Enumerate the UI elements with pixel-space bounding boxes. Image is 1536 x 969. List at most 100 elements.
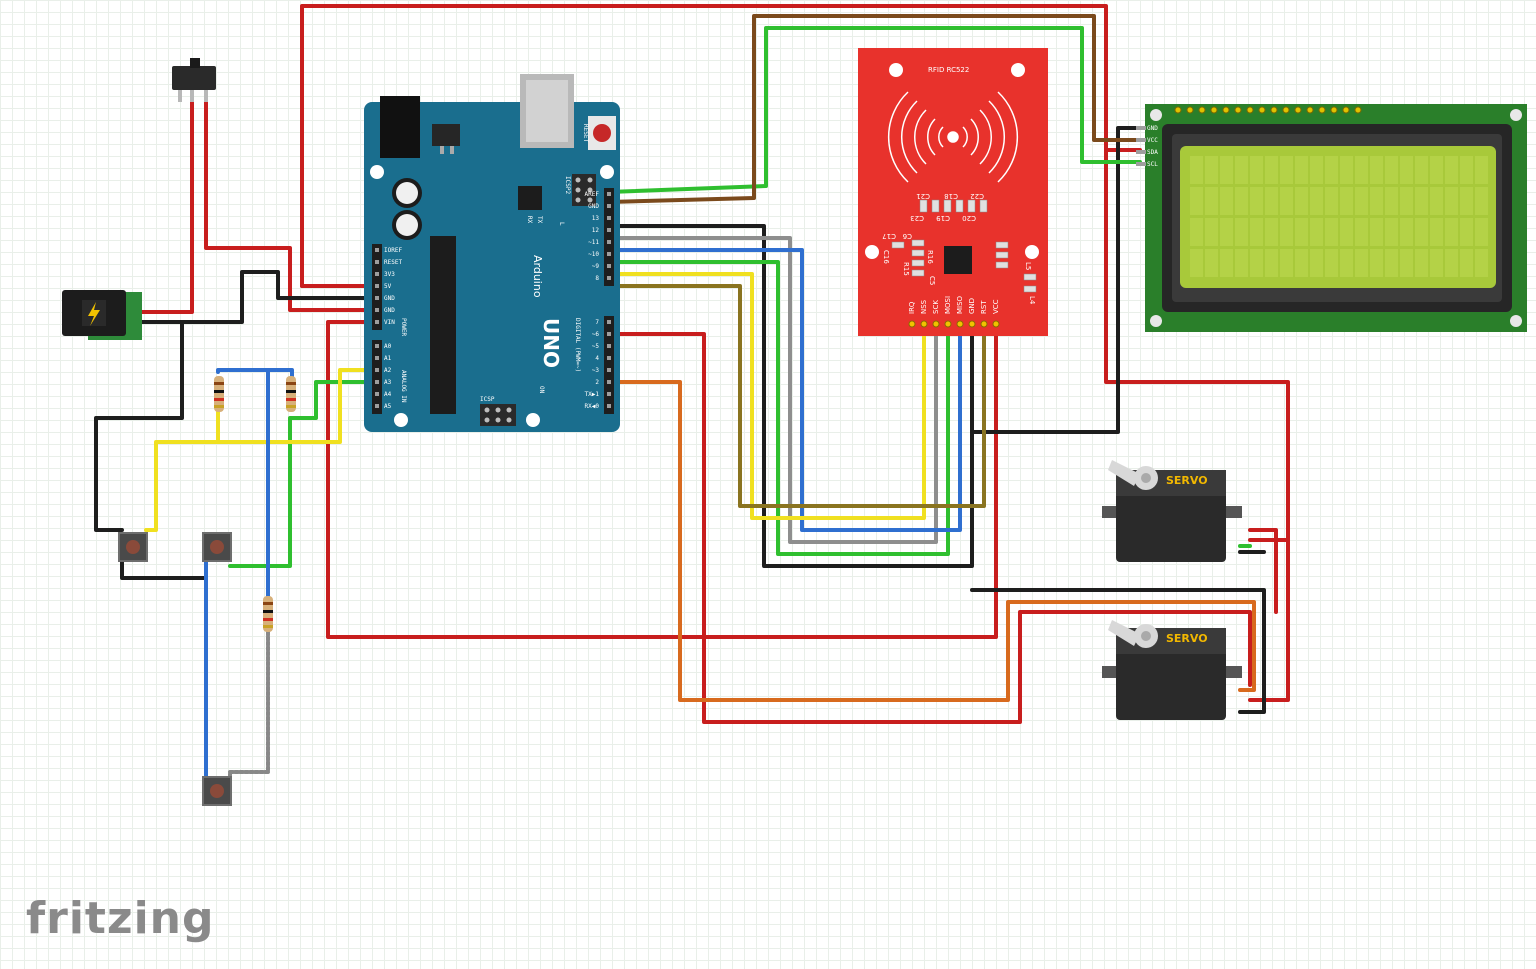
header-pin[interactable] [607,276,611,280]
rfid-pin[interactable] [932,320,940,328]
lcd-char-cell [1220,249,1233,277]
wire-group [94,4,1290,784]
wire-blue[interactable] [607,248,962,532]
wire-black[interactable] [138,270,380,324]
lcd-char-cell [1415,187,1428,215]
rfid-pin[interactable] [968,320,976,328]
wire-green[interactable] [607,260,950,556]
pin-label: IOREF [384,247,402,254]
lcd-i2c-pin[interactable] [1136,150,1146,154]
wire-green[interactable] [607,26,1142,194]
header-pin[interactable] [375,296,379,300]
wire-red[interactable] [204,98,380,312]
resistor[interactable] [214,376,224,412]
wire-red[interactable] [138,98,194,314]
push-button[interactable] [118,532,148,562]
header-pin[interactable] [375,368,379,372]
rfid-pin[interactable] [920,320,928,328]
lcd-i2c-pin[interactable] [1136,126,1146,130]
header-pin[interactable] [607,380,611,384]
wire-black[interactable] [607,224,974,568]
wire-green[interactable] [228,380,380,568]
servo-motor[interactable]: SERVO [1102,620,1242,720]
rfid-pin[interactable] [980,320,988,328]
lcd-char-cell [1475,249,1488,277]
header-pin[interactable] [607,228,611,232]
resistor[interactable] [263,596,273,632]
header-pin[interactable] [375,344,379,348]
pin-label: 7 [595,319,599,326]
rfid-pin[interactable] [944,320,952,328]
lcd-char-cell [1355,218,1368,246]
header-pin[interactable] [607,392,611,396]
wire-black[interactable] [120,558,208,580]
wire-gray-dashed[interactable] [228,630,270,784]
header-pin[interactable] [375,404,379,408]
header-pin[interactable] [375,248,379,252]
pin-label: ~9 [592,263,600,270]
resistor[interactable] [286,376,296,412]
wire-black[interactable] [970,588,1266,714]
dc-barrel-jack[interactable] [62,290,142,340]
wire-yellow[interactable] [607,272,926,520]
power-jack [380,96,420,158]
lcd-char-cell [1250,187,1263,215]
wire-gray[interactable] [607,236,938,544]
push-button[interactable] [202,776,232,806]
rfid-pin-label: MISO [956,295,964,314]
lcd-char-cell [1250,156,1263,184]
header-pin[interactable] [607,320,611,324]
header-pin[interactable] [607,404,611,408]
wire-red[interactable] [607,332,1252,724]
header-pin[interactable] [375,284,379,288]
pin-label: 5V [384,283,392,290]
rfid-pin[interactable] [992,320,1000,328]
header-pin[interactable] [607,368,611,372]
wire-orange[interactable] [607,380,1256,702]
lcd-char-cell [1310,218,1323,246]
header-pin[interactable] [375,260,379,264]
header-pin[interactable] [607,192,611,196]
arduino-uno-board[interactable]: RESET ICSP2 ICSP Arduino UNO ON TX RX L … [364,74,620,432]
wire-red[interactable] [300,4,1290,702]
lcd-header-pin [1174,106,1182,114]
slide-switch[interactable] [172,58,216,102]
wire-yellow[interactable] [144,368,380,532]
wire-red[interactable] [326,320,998,639]
header-pin[interactable] [375,308,379,312]
lcd-i2c-pin[interactable] [1136,138,1146,142]
wire-black[interactable] [94,320,184,532]
wire-blue[interactable] [216,368,294,382]
wire-red[interactable] [1248,528,1278,614]
header-pin[interactable] [375,392,379,396]
wire-olive[interactable] [607,284,986,508]
header-pin[interactable] [607,216,611,220]
lcd-char-cell [1355,187,1368,215]
wire-black[interactable] [970,126,1142,434]
header-pin[interactable] [607,356,611,360]
power-group-label: POWER [400,318,407,336]
header-pin[interactable] [375,320,379,324]
header-pin[interactable] [607,332,611,336]
wire-brown[interactable] [607,14,1142,204]
icsp2-label: ICSP2 [564,176,571,194]
rfid-pin[interactable] [956,320,964,328]
header-pin[interactable] [375,356,379,360]
lcd-i2c-pin[interactable] [1136,162,1146,166]
push-button[interactable] [202,532,232,562]
rfid-pin[interactable] [908,320,916,328]
header-pin[interactable] [375,272,379,276]
servo-motor[interactable]: SERVO [1102,460,1242,562]
reset-button-cap[interactable] [593,124,611,142]
rfid-component-label: C17 [882,232,896,240]
header-pin[interactable] [607,264,611,268]
pin-label: A2 [384,367,392,374]
header-pin[interactable] [607,344,611,348]
header-pin[interactable] [607,252,611,256]
header-pin[interactable] [375,380,379,384]
header-pin[interactable] [607,204,611,208]
header-pin[interactable] [607,240,611,244]
